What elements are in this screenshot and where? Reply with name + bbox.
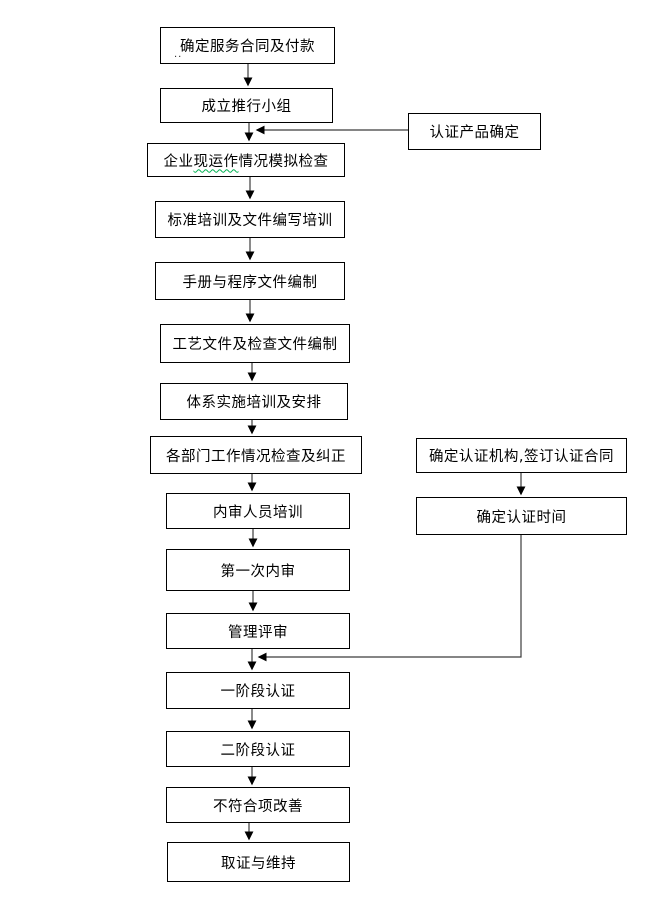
node-label: 内审人员培训 [213,504,303,521]
node-nonconformity-improvement: 不符合项改善 [166,787,350,823]
node-label: 确定认证时间 [476,509,567,526]
node-system-implementation-training: 体系实施培训及安排 [160,383,348,420]
node-label: 各部门工作情况检查及纠正 [166,448,346,465]
node-label: 第一次内审 [220,563,296,580]
node-label-prefix: 企业 [163,153,194,170]
node-label: 工艺文件及检查文件编制 [172,337,338,353]
node-process-inspection-docs-preparation: 工艺文件及检查文件编制 [160,324,350,363]
node-label: 成立推行小组 [201,99,292,115]
node-internal-auditor-training: 内审人员培训 [166,493,350,529]
node-label: 认证产品确定 [429,125,520,141]
node-label-suffix: 情况模拟检查 [238,153,329,170]
node-first-internal-audit: 第一次内审 [166,549,350,591]
node-label: 二阶段认证 [220,742,296,759]
node-form-implementation-team: 成立推行小组 [160,88,333,123]
node-label: 标准培训及文件编写培训 [167,213,333,229]
node-stage1-certification: 一阶段认证 [166,672,350,709]
node-certification-product-confirmation: 认证产品确定 [408,113,541,150]
node-certificate-obtain-maintain: 取证与维持 [167,842,350,882]
node-department-work-check-correction: 各部门工作情况检查及纠正 [150,436,362,474]
node-label: 管理评审 [228,624,288,641]
node-confirm-certification-date: 确定认证时间 [416,497,627,535]
node-label: 手册与程序文件编制 [182,274,318,291]
node-label: 一阶段认证 [220,684,296,700]
node-management-review: 管理评审 [166,613,350,649]
node-label: 确定服务合同及付款 [180,39,315,55]
tiny-dots-mark: .. [174,49,183,60]
node-label: 不符合项改善 [213,798,303,815]
node-current-operation-mock-check: 企业现运作情况模拟检查 [147,143,345,177]
node-manual-procedure-preparation: 手册与程序文件编制 [155,262,345,300]
node-label: 确定认证机构,签订认证合同 [428,449,615,465]
node-label: 体系实施培训及安排 [186,395,322,411]
node-confirm-service-contract-payment: 确定服务合同及付款 [160,27,335,64]
node-standard-and-documentation-training: 标准培训及文件编写培训 [155,201,345,238]
node-label: 取证与维持 [221,855,296,872]
node-label-spellcheck-underlined: 现运作 [193,153,239,170]
node-stage2-certification: 二阶段认证 [166,731,350,767]
node-select-certification-body-sign-contract: 确定认证机构,签订认证合同 [416,438,627,473]
